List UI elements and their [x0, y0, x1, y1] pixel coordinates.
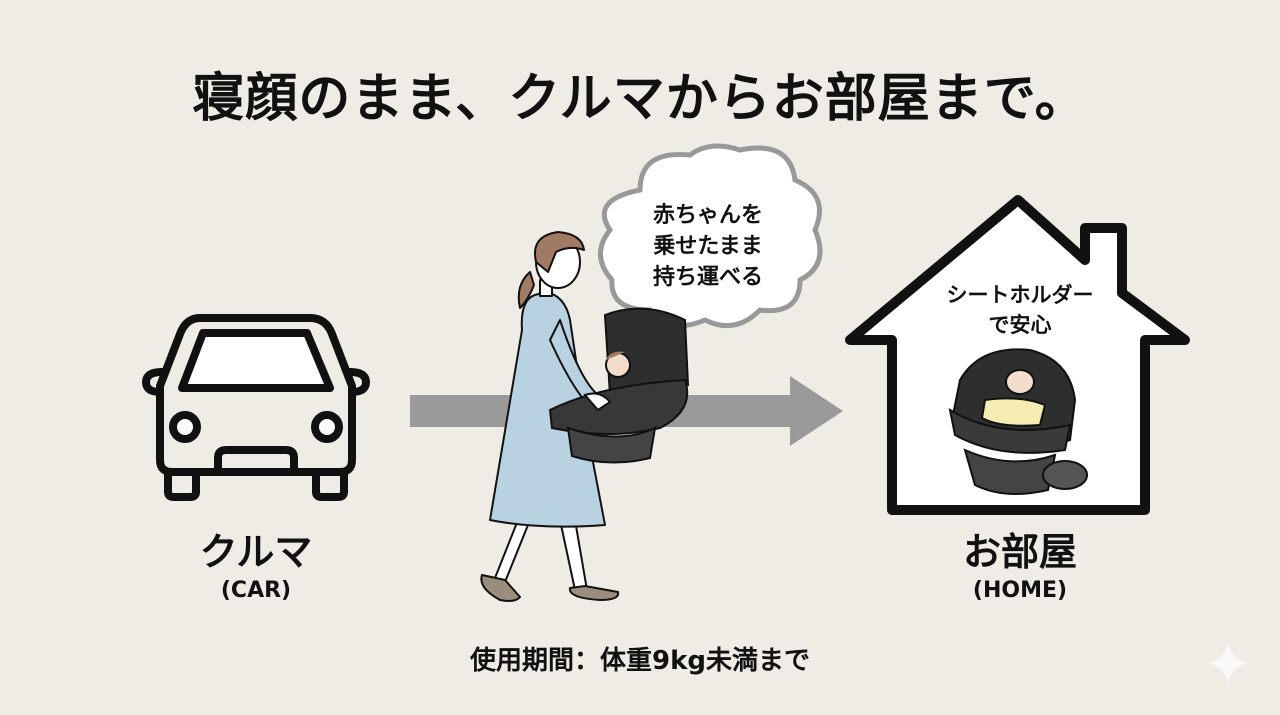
bubble-line-2: 乗せたまま: [653, 234, 763, 259]
house-caption: シートホルダー で安心: [900, 280, 1140, 340]
page-title: 寝顔のまま、クルマからお部屋まで。: [192, 69, 1088, 129]
home-label: お部屋: [962, 530, 1077, 574]
car-label: クルマ: [199, 530, 313, 574]
home-sublabel: (HOME): [972, 578, 1068, 603]
car-icon: [142, 314, 370, 501]
car-sublabel: (CAR): [220, 578, 292, 603]
house-caption-line-2: で安心: [988, 313, 1052, 337]
baby-carrier-icon: [548, 307, 690, 464]
bubble-line-1: 赤ちゃんを: [652, 203, 763, 228]
speech-bubble-text: 赤ちゃんを 乗せたまま 持ち運べる: [608, 200, 808, 293]
house-caption-line-1: シートホルダー: [946, 283, 1094, 307]
usage-period-note: 使用期間：体重9kg未満まで: [470, 646, 810, 676]
bubble-line-3: 持ち運べる: [652, 265, 763, 290]
sparkle-icon: [1208, 643, 1248, 683]
speech-bubble: [598, 143, 823, 329]
car-seat-icon: [948, 348, 1088, 495]
woman-figure: [480, 231, 620, 602]
